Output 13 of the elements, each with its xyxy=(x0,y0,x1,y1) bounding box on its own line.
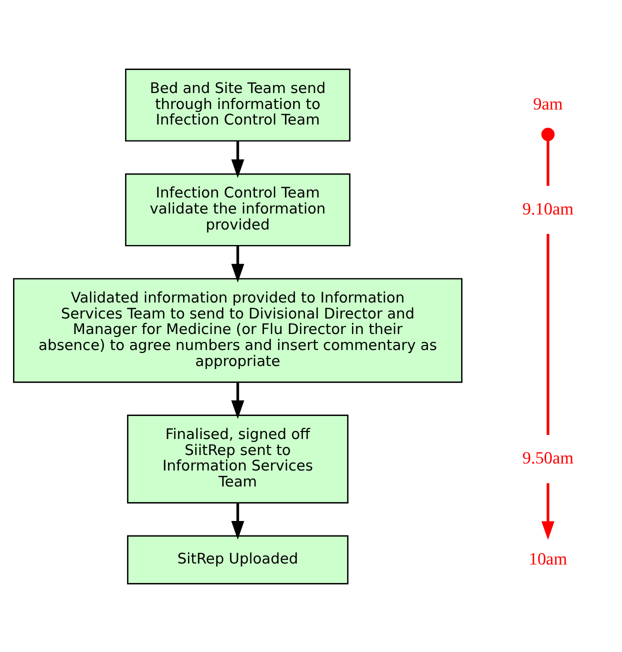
node-box: Infection Control Team validate the information provided xyxy=(125,172,350,246)
node-box: Finalised, signed off SiitRep sent to Information Services Team xyxy=(127,414,348,503)
label: 9.10am xyxy=(522,198,574,218)
arrow xyxy=(231,382,244,418)
arrow xyxy=(231,245,244,282)
arrow xyxy=(231,140,244,178)
label: 10am xyxy=(528,548,568,568)
node-box: Bed and Site Team send through information to Infection Control Team xyxy=(125,68,350,142)
arrow xyxy=(231,502,244,540)
label: 9am xyxy=(533,94,563,114)
node-box: SitRep Uploaded xyxy=(127,534,348,584)
node-box: Validated information provided to Information Services Team to send to Divisional Director and Manager for Medicine (or Flu Director in their absence) to agree numbers and insert commentary as appropriate xyxy=(13,278,462,382)
label: 9.50am xyxy=(522,448,574,468)
